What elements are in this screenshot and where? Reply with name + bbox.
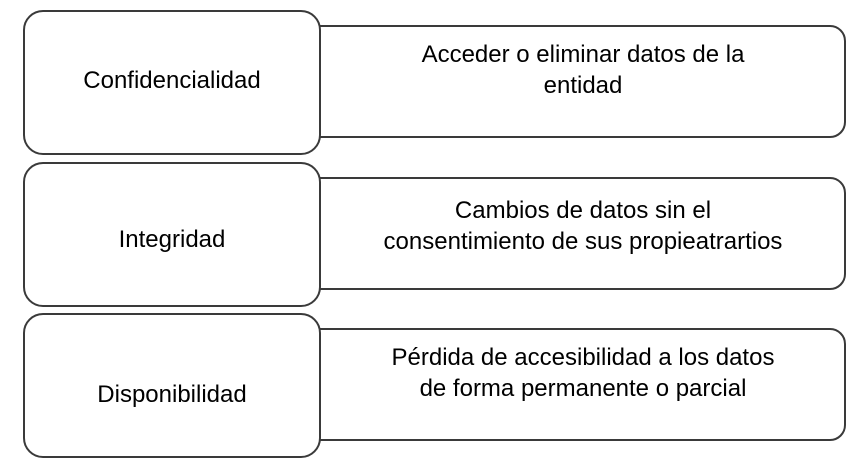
term-label: Integridad bbox=[118, 225, 226, 253]
principle-row-availability: Pérdida de accesibilidad a los datos de … bbox=[0, 313, 861, 459]
principle-row-confidentiality: Acceder o eliminar datos de la entidad C… bbox=[0, 10, 861, 156]
principle-row-integrity: Cambios de datos sin el consentimiento d… bbox=[0, 162, 861, 308]
description-box: Acceder o eliminar datos de la entidad bbox=[288, 25, 846, 138]
term-box: Confidencialidad bbox=[23, 10, 321, 155]
term-box: Integridad bbox=[23, 162, 321, 307]
description-text: Cambios de datos sin el consentimiento d… bbox=[383, 197, 783, 255]
description-box: Cambios de datos sin el consentimiento d… bbox=[288, 177, 846, 290]
term-label: Confidencialidad bbox=[83, 66, 261, 94]
description-text: Acceder o eliminar datos de la entidad bbox=[421, 41, 745, 99]
term-label: Disponibilidad bbox=[97, 380, 247, 408]
description-box: Pérdida de accesibilidad a los datos de … bbox=[288, 328, 846, 441]
description-text: Pérdida de accesibilidad a los datos de … bbox=[391, 344, 775, 402]
term-box: Disponibilidad bbox=[23, 313, 321, 458]
